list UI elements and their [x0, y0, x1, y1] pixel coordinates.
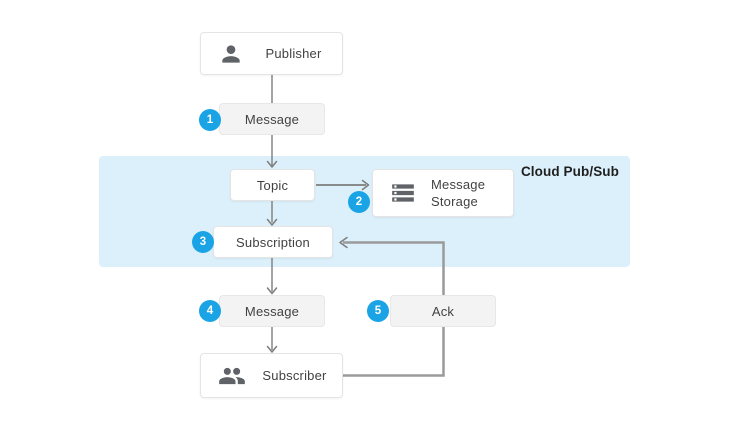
topic-label: Topic	[256, 177, 289, 193]
ack-label: Ack	[431, 303, 455, 319]
message-in-label: Message	[244, 111, 300, 127]
person-icon	[222, 44, 240, 63]
topic-node: Topic	[230, 169, 315, 201]
subscriber-node: Subscriber	[200, 353, 343, 398]
message-out-label: Message	[244, 303, 300, 319]
publisher-node: Publisher	[200, 32, 343, 75]
arrowhead-into-message-out	[266, 287, 278, 295]
message-out-node: Message	[219, 295, 325, 327]
message-storage-label: Message Storage	[431, 176, 486, 209]
arrowhead-into-topic	[266, 160, 278, 168]
arrowhead-into-subscription-right	[339, 236, 348, 249]
step-1-badge: 1	[199, 109, 221, 131]
step-4-badge: 4	[199, 300, 221, 322]
step-3-badge: 3	[192, 231, 214, 253]
arrowhead-into-subscriber	[266, 345, 278, 353]
arrowhead-into-storage	[361, 179, 370, 191]
cloud-pubsub-label: Cloud Pub/Sub	[520, 164, 619, 179]
ack-node: Ack	[390, 295, 496, 327]
people-icon	[219, 367, 245, 384]
publisher-label: Publisher	[265, 46, 322, 61]
subscription-label: Subscription	[236, 234, 310, 250]
arrowhead-into-subscription-top	[266, 218, 278, 226]
storage-icon	[392, 184, 414, 202]
step-5-badge: 5	[367, 300, 389, 322]
step-2-badge: 2	[348, 191, 370, 213]
subscription-node: Subscription	[213, 226, 333, 258]
subscriber-label: Subscriber	[262, 368, 327, 383]
message-in-node: Message	[219, 103, 325, 135]
message-storage-node: Message Storage	[372, 169, 514, 217]
